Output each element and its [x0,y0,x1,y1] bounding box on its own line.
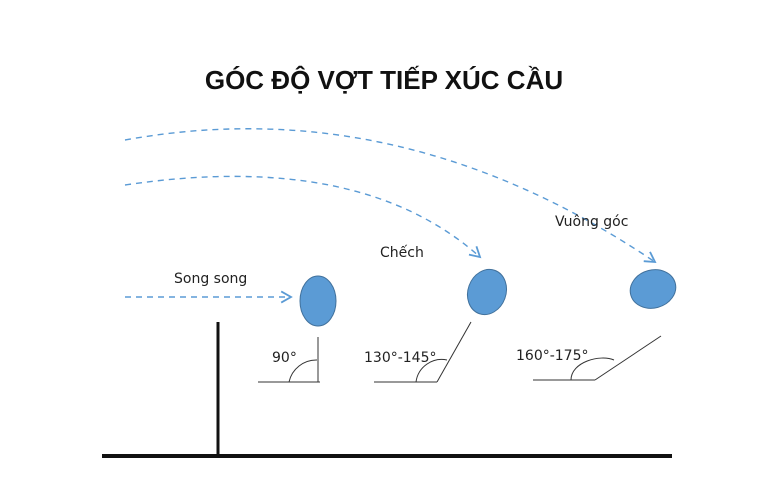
label-song-song: Song song [174,271,247,287]
angle-160-175 [533,335,662,381]
angle-label-90: 90° [272,350,297,366]
racket-head-2 [466,268,508,316]
racket-head-3 [629,269,677,309]
label-vuong-goc: Vuông góc [555,214,628,230]
label-chech: Chếch [380,244,424,261]
angle-130-145 [374,321,472,383]
angle-label-130-145: 130°-145° [364,350,437,366]
racket-head-1 [299,275,337,327]
trajectory-vuong-goc [124,128,657,264]
angle-label-160-175: 160°-175° [516,348,589,364]
diagram-title: GÓC ĐỘ VỢT TIẾP XÚC CẦU [205,65,563,95]
angle-90 [258,337,320,383]
trajectory-chech [124,175,482,259]
